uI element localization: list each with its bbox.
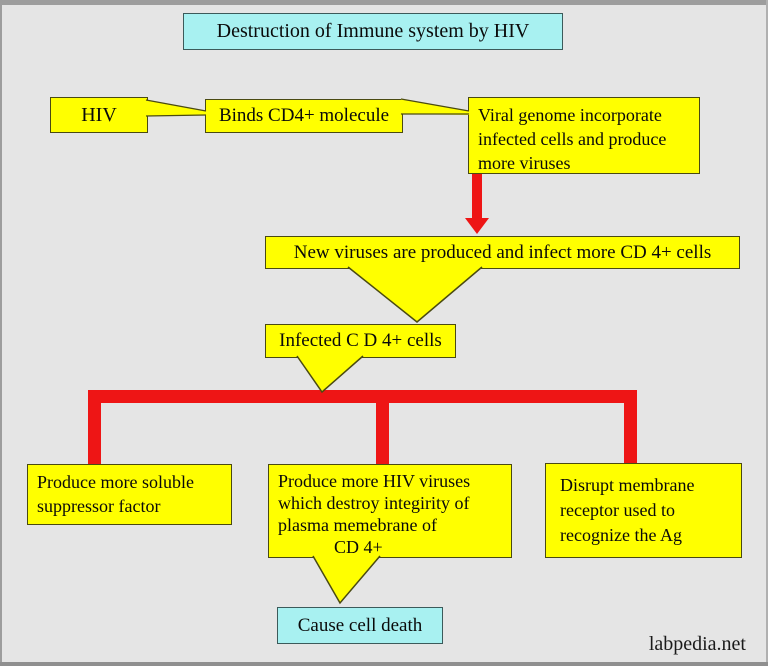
receptor-line: receptor used to: [560, 500, 675, 520]
branch-horizontal-bar: [88, 390, 637, 403]
hiv-box: HIV: [50, 97, 148, 133]
viral-line: more viruses: [478, 153, 571, 173]
infected-cd4-box: Infected C D 4+ cells: [265, 324, 456, 358]
soluble-suppressor-box: Produce more soluble suppressor factor: [27, 464, 232, 525]
new-viruses-text: New viruses are produced and infect more…: [293, 241, 712, 263]
frame-left-edge: [0, 0, 2, 666]
title-box: Destruction of Immune system by HIV: [183, 13, 563, 50]
hiv-viruses-box: Produce more HIV viruses which destroy i…: [268, 464, 512, 558]
hiv-viruses-line: Produce more HIV viruses: [278, 471, 471, 491]
hiv-viruses-line: plasma memebrane of: [278, 515, 437, 535]
viral-line: infected cells and produce: [478, 129, 667, 149]
watermark: labpedia.net: [648, 633, 746, 655]
title-text: Destruction of Immune system by HIV: [216, 20, 530, 42]
hiv-viruses-line: which destroy integirity of: [278, 493, 470, 513]
hiv-text: HIV: [81, 103, 117, 126]
receptor-line: Disrupt membrane: [560, 475, 695, 495]
hiv-viruses-line: CD 4+: [334, 537, 383, 557]
cause-text: Cause cell death: [297, 614, 423, 636]
binds-cd4-box: Binds CD4+ molecule: [205, 99, 403, 133]
cause-cell-death-box: Cause cell death: [277, 607, 443, 644]
frame-top-edge: [0, 0, 768, 5]
binds-text: Binds CD4+ molecule: [218, 105, 390, 126]
frame-bottom-edge: [0, 662, 768, 666]
suppressor-line: suppressor factor: [37, 496, 161, 516]
frame-right-edge: [766, 0, 768, 666]
branch-middle-bar: [376, 390, 389, 465]
infected-text: Infected C D 4+ cells: [279, 330, 442, 351]
receptor-line: recognize the Ag: [560, 525, 682, 545]
branch-left-bar: [88, 390, 101, 465]
down-arrow: [465, 174, 489, 234]
new-viruses-box: New viruses are produced and infect more…: [265, 236, 740, 269]
viral-genome-box: Viral genome incorporate infected cells …: [468, 97, 700, 174]
membrane-receptor-box: Disrupt membrane receptor used to recogn…: [545, 463, 742, 558]
suppressor-line: Produce more soluble: [37, 472, 194, 492]
branch-right-bar: [624, 390, 637, 465]
viral-line: Viral genome incorporate: [478, 105, 662, 125]
